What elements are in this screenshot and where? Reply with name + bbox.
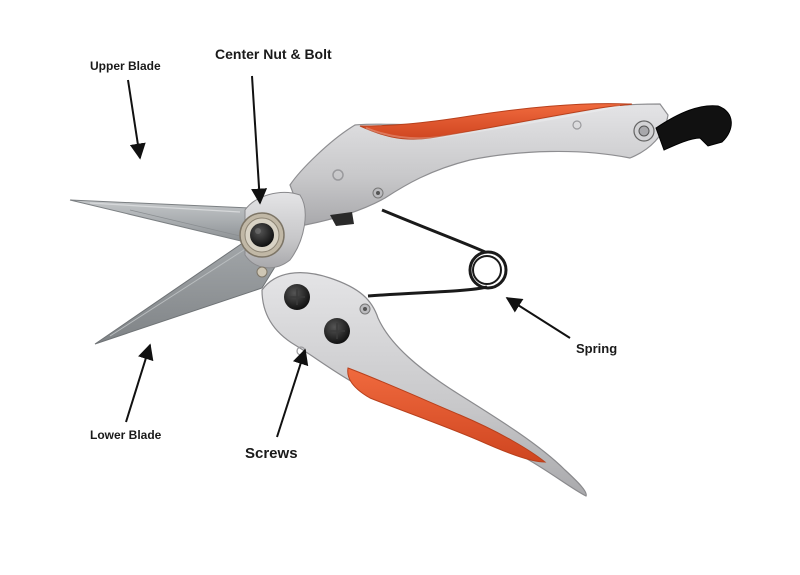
arrow-spring [505,297,571,339]
screw-upper [284,284,310,310]
arrow-upper-blade [127,79,146,160]
lower-handle [261,272,587,497]
label-spring: Spring [576,341,618,356]
label-screws: Screws [245,445,298,462]
stop-tab [330,212,354,226]
label-lower-blade: Lower Blade [90,428,162,442]
arrow-center-nut-bolt [251,75,268,205]
lock-hook [633,105,732,151]
center-nut-bolt [239,212,285,278]
label-center-nut-bolt: Center Nut & Bolt [215,46,332,62]
screw-lower [324,318,350,344]
label-upper-blade: Upper Blade [90,59,161,73]
arrow-screws [276,348,309,438]
arrow-lower-blade [125,343,154,423]
spring [367,208,508,298]
upper-handle [289,103,669,226]
annotation-arrows [125,75,571,438]
